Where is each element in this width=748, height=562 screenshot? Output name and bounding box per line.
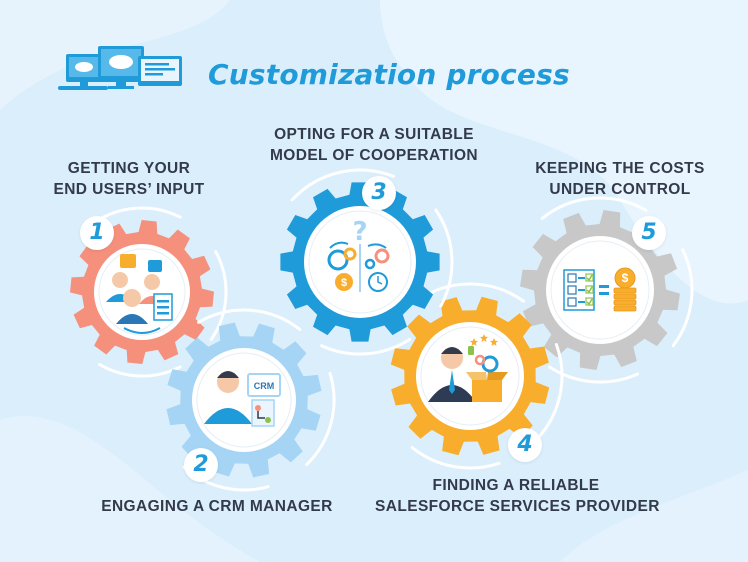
crm-manager-icon: CRM — [204, 371, 281, 427]
step-3-number: 3 — [362, 176, 396, 210]
provider-box-icon — [428, 334, 508, 402]
step-2-number: 2 — [184, 448, 218, 482]
cooperation-model-icon: ?$ — [327, 217, 390, 292]
question-mark: ? — [352, 217, 367, 247]
crm-sign-text: CRM — [254, 381, 275, 391]
step-1-number: 1 — [80, 216, 114, 250]
cloud-screens-icon — [58, 46, 182, 90]
dollar-sign: $ — [341, 277, 347, 289]
gear-5 — [520, 196, 694, 384]
coin-dollar-sign: $ — [622, 271, 629, 285]
page-title: Customization process — [208, 58, 570, 91]
step-5-number: 5 — [632, 216, 666, 250]
step-2-label: ENGAGING A CRM MANAGER — [101, 498, 333, 515]
step-4-number: 4 — [508, 428, 542, 462]
cost-control-icon: $ — [563, 267, 637, 312]
users-feedback-icon — [106, 254, 173, 334]
